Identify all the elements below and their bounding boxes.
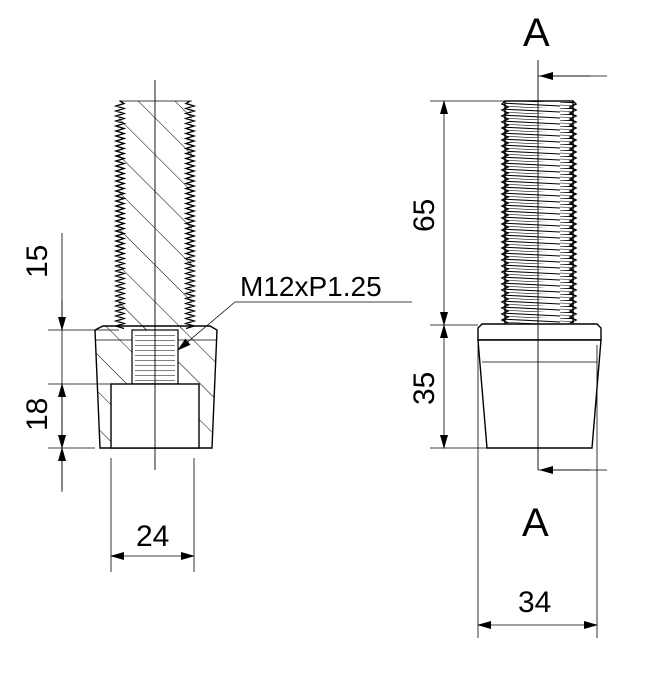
section-cut-top: A: [523, 11, 607, 80]
dim-upper-offset: 15: [21, 245, 54, 278]
side-threaded-shank: [500, 100, 578, 326]
threaded-shank: [113, 100, 197, 330]
dim-body-height: 35: [408, 372, 441, 405]
section-view: 15 18 24 M12xP1.25: [21, 80, 412, 572]
dim-bore-width: 24: [136, 520, 169, 553]
dim-bore-depth: 18: [21, 398, 54, 431]
left-vertical-dimensions: 15 18: [21, 233, 132, 492]
thread-callout-label: M12xP1.25: [240, 271, 382, 302]
side-view: A A 65 35 34: [408, 11, 607, 638]
section-label-bottom: A: [522, 501, 549, 545]
dim-body-width: 34: [518, 586, 551, 619]
thread-callout: M12xP1.25: [177, 271, 412, 351]
section-cut-bottom: A: [522, 466, 607, 545]
bushing-body: [94, 325, 218, 449]
section-label-top: A: [523, 11, 550, 55]
side-body: [477, 323, 602, 449]
dim-thread-length: 65: [408, 199, 441, 232]
side-vertical-dimensions: 65 35: [408, 100, 505, 449]
bore-width-dimension: 24: [110, 458, 195, 572]
body-width-dimension: 34: [477, 345, 598, 638]
